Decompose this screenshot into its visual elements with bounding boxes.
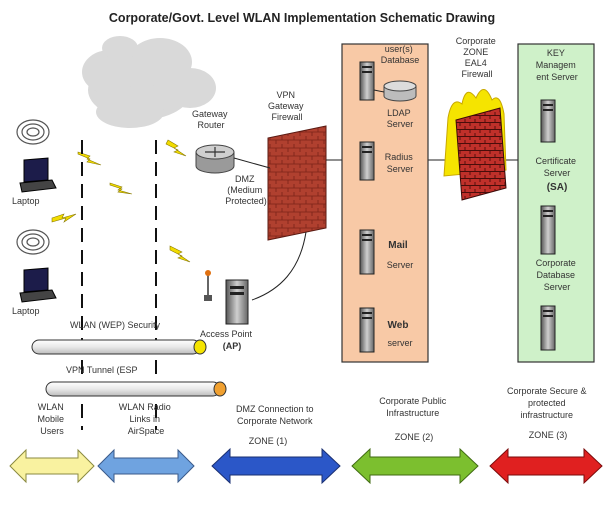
wifi-signal-icon	[16, 229, 50, 255]
vpn-firewall-icon	[267, 125, 327, 241]
web-server-sublabel: server	[387, 338, 412, 348]
wep-tunnel-label: WLAN (WEP) Security	[70, 320, 161, 330]
zone-arrow-radio-links	[97, 448, 195, 484]
zone-label-mobile-users: WLAN Mobile Users	[37, 402, 66, 436]
zone-arrow-mobile-users	[9, 448, 95, 484]
laptop-icon	[19, 267, 57, 303]
mail-server-sublabel: Server	[387, 260, 414, 270]
zone-label-radio-links: WLAN Radio Links in AirSpace	[119, 402, 174, 436]
zone-label-corporate-public: Corporate Public Infrastructure ZONE (2)	[379, 396, 449, 442]
antenna-icon	[204, 270, 212, 301]
internet-cloud-icon	[82, 36, 216, 128]
zone-arrow-corporate-public	[351, 447, 479, 485]
network-link	[233, 157, 271, 169]
access-point-abbr: (AP)	[223, 341, 242, 351]
users-database-label: user(s) Database	[381, 44, 420, 65]
access-point-label: Access Point	[200, 329, 253, 339]
lightning-icon	[51, 213, 77, 223]
radius-server-label: Radius Server	[385, 152, 416, 174]
corporate-firewall-label: Corporate ZONE EAL4 Firewall	[456, 36, 499, 79]
certificate-server-icon	[540, 205, 556, 255]
gateway-router-icon	[195, 144, 235, 174]
lightning-icon	[109, 182, 133, 195]
laptop-label: Laptop	[12, 306, 40, 316]
gateway-router-label: Gateway Router	[192, 109, 230, 130]
certificate-server-sa: (SA)	[547, 182, 568, 193]
certificate-server-label: Certificate Server	[535, 156, 578, 178]
vpn-firewall-label: VPN Gateway Firewall	[268, 90, 306, 122]
radius-server-icon	[359, 141, 375, 181]
corporate-database-server-icon	[540, 305, 556, 351]
mail-server-icon	[359, 229, 375, 275]
access-point-server-icon	[225, 279, 249, 325]
zone-arrow-corporate-secure	[489, 447, 603, 485]
wep-security-tunnel	[31, 339, 207, 355]
key-management-server-icon	[540, 99, 556, 143]
laptop-label: Laptop	[12, 196, 40, 206]
lightning-icon	[77, 151, 102, 166]
wifi-signal-icon	[16, 119, 50, 145]
vpn-tunnel	[45, 381, 227, 397]
zone-label-corporate-secure: Corporate Secure & protected infrastruct…	[507, 386, 589, 440]
diagram-title: Corporate/Govt. Level WLAN Implementatio…	[109, 11, 495, 25]
mail-server-label: Mail	[388, 240, 408, 251]
corporate-firewall-icon	[455, 107, 507, 201]
dmz-label: DMZ (Medium Protected)	[225, 174, 267, 206]
network-link	[373, 89, 385, 93]
database-icon	[383, 80, 417, 102]
lightning-icon	[169, 245, 191, 263]
laptop-icon	[19, 157, 57, 193]
lightning-icon	[165, 139, 187, 157]
zone-label-dmz: DMZ Connection to Corporate Network ZONE…	[236, 404, 316, 446]
web-server-label: Web	[388, 320, 409, 331]
corporate-database-server-label: Corporate Database Server	[536, 258, 579, 292]
key-management-server-label: KEY Managem ent Server	[536, 48, 579, 82]
ldap-server-label: LDAP Server	[387, 108, 414, 129]
vpn-tunnel-label: VPN Tunnel (ESP	[66, 365, 138, 375]
web-server-icon	[359, 307, 375, 353]
ldap-server-icon	[359, 61, 375, 101]
network-link	[251, 231, 307, 301]
key-management-zone-panel	[517, 43, 595, 363]
zone-arrow-dmz	[211, 447, 341, 485]
